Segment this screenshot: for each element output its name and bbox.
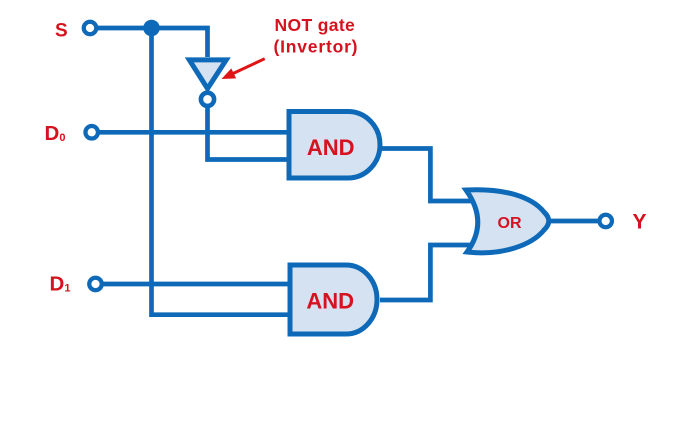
svg-text:S: S	[55, 21, 68, 42]
svg-text:AND: AND	[306, 288, 354, 313]
svg-text:Y: Y	[633, 211, 647, 234]
svg-text:AND: AND	[307, 135, 355, 160]
svg-text:NOT gate: NOT gate	[275, 15, 356, 35]
svg-text:(Invertor): (Invertor)	[274, 37, 359, 57]
svg-text:OR: OR	[498, 215, 522, 232]
